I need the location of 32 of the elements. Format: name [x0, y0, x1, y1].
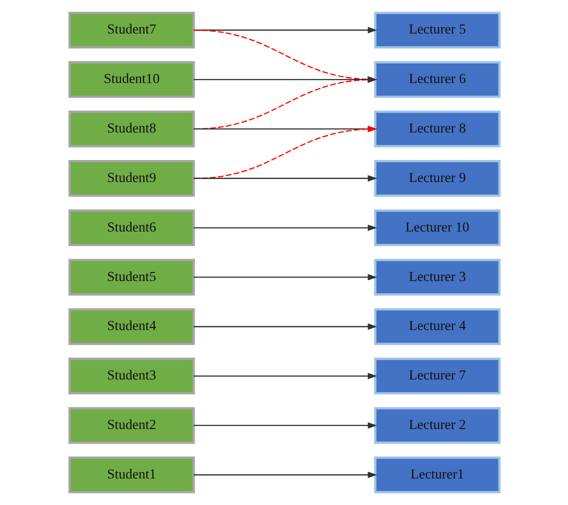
node-box: Student8: [68, 110, 194, 148]
node-box: Lecturer 10: [374, 209, 500, 246]
node-box: Student7: [68, 12, 194, 49]
arrow: [193, 126, 377, 179]
node-box: Lecturer 4: [374, 308, 500, 346]
node-box: Lecturer 2: [374, 407, 500, 444]
node-box: Student4: [68, 308, 194, 346]
arrow: [193, 274, 377, 280]
node-box: Lecturer 6: [374, 61, 500, 98]
node-box: Lecturer 5: [374, 12, 500, 49]
node-box: Student3: [68, 358, 194, 394]
arrow: [193, 175, 377, 182]
arrow: [193, 224, 377, 232]
arrow: [193, 30, 377, 83]
node-box: Lecturer 3: [374, 258, 500, 296]
arrow: [193, 76, 377, 83]
arrow: [193, 323, 377, 330]
arrow: [193, 126, 377, 132]
arrow: [193, 422, 377, 429]
node-box: Lecturer1: [374, 456, 500, 494]
node-box: Lecturer 9: [374, 160, 500, 197]
arrow: [193, 372, 377, 380]
node-box: Student5: [68, 258, 194, 296]
node-box: Student1: [68, 456, 194, 494]
node-box: Student9: [68, 160, 194, 197]
node-box: Lecturer 7: [374, 358, 500, 394]
arrow: [193, 76, 377, 130]
arrow: [193, 472, 377, 478]
node-box: Lecturer 8: [374, 110, 500, 148]
node-box: Student10: [68, 61, 194, 98]
node-box: Student6: [68, 209, 194, 246]
node-box: Student2: [68, 407, 194, 444]
